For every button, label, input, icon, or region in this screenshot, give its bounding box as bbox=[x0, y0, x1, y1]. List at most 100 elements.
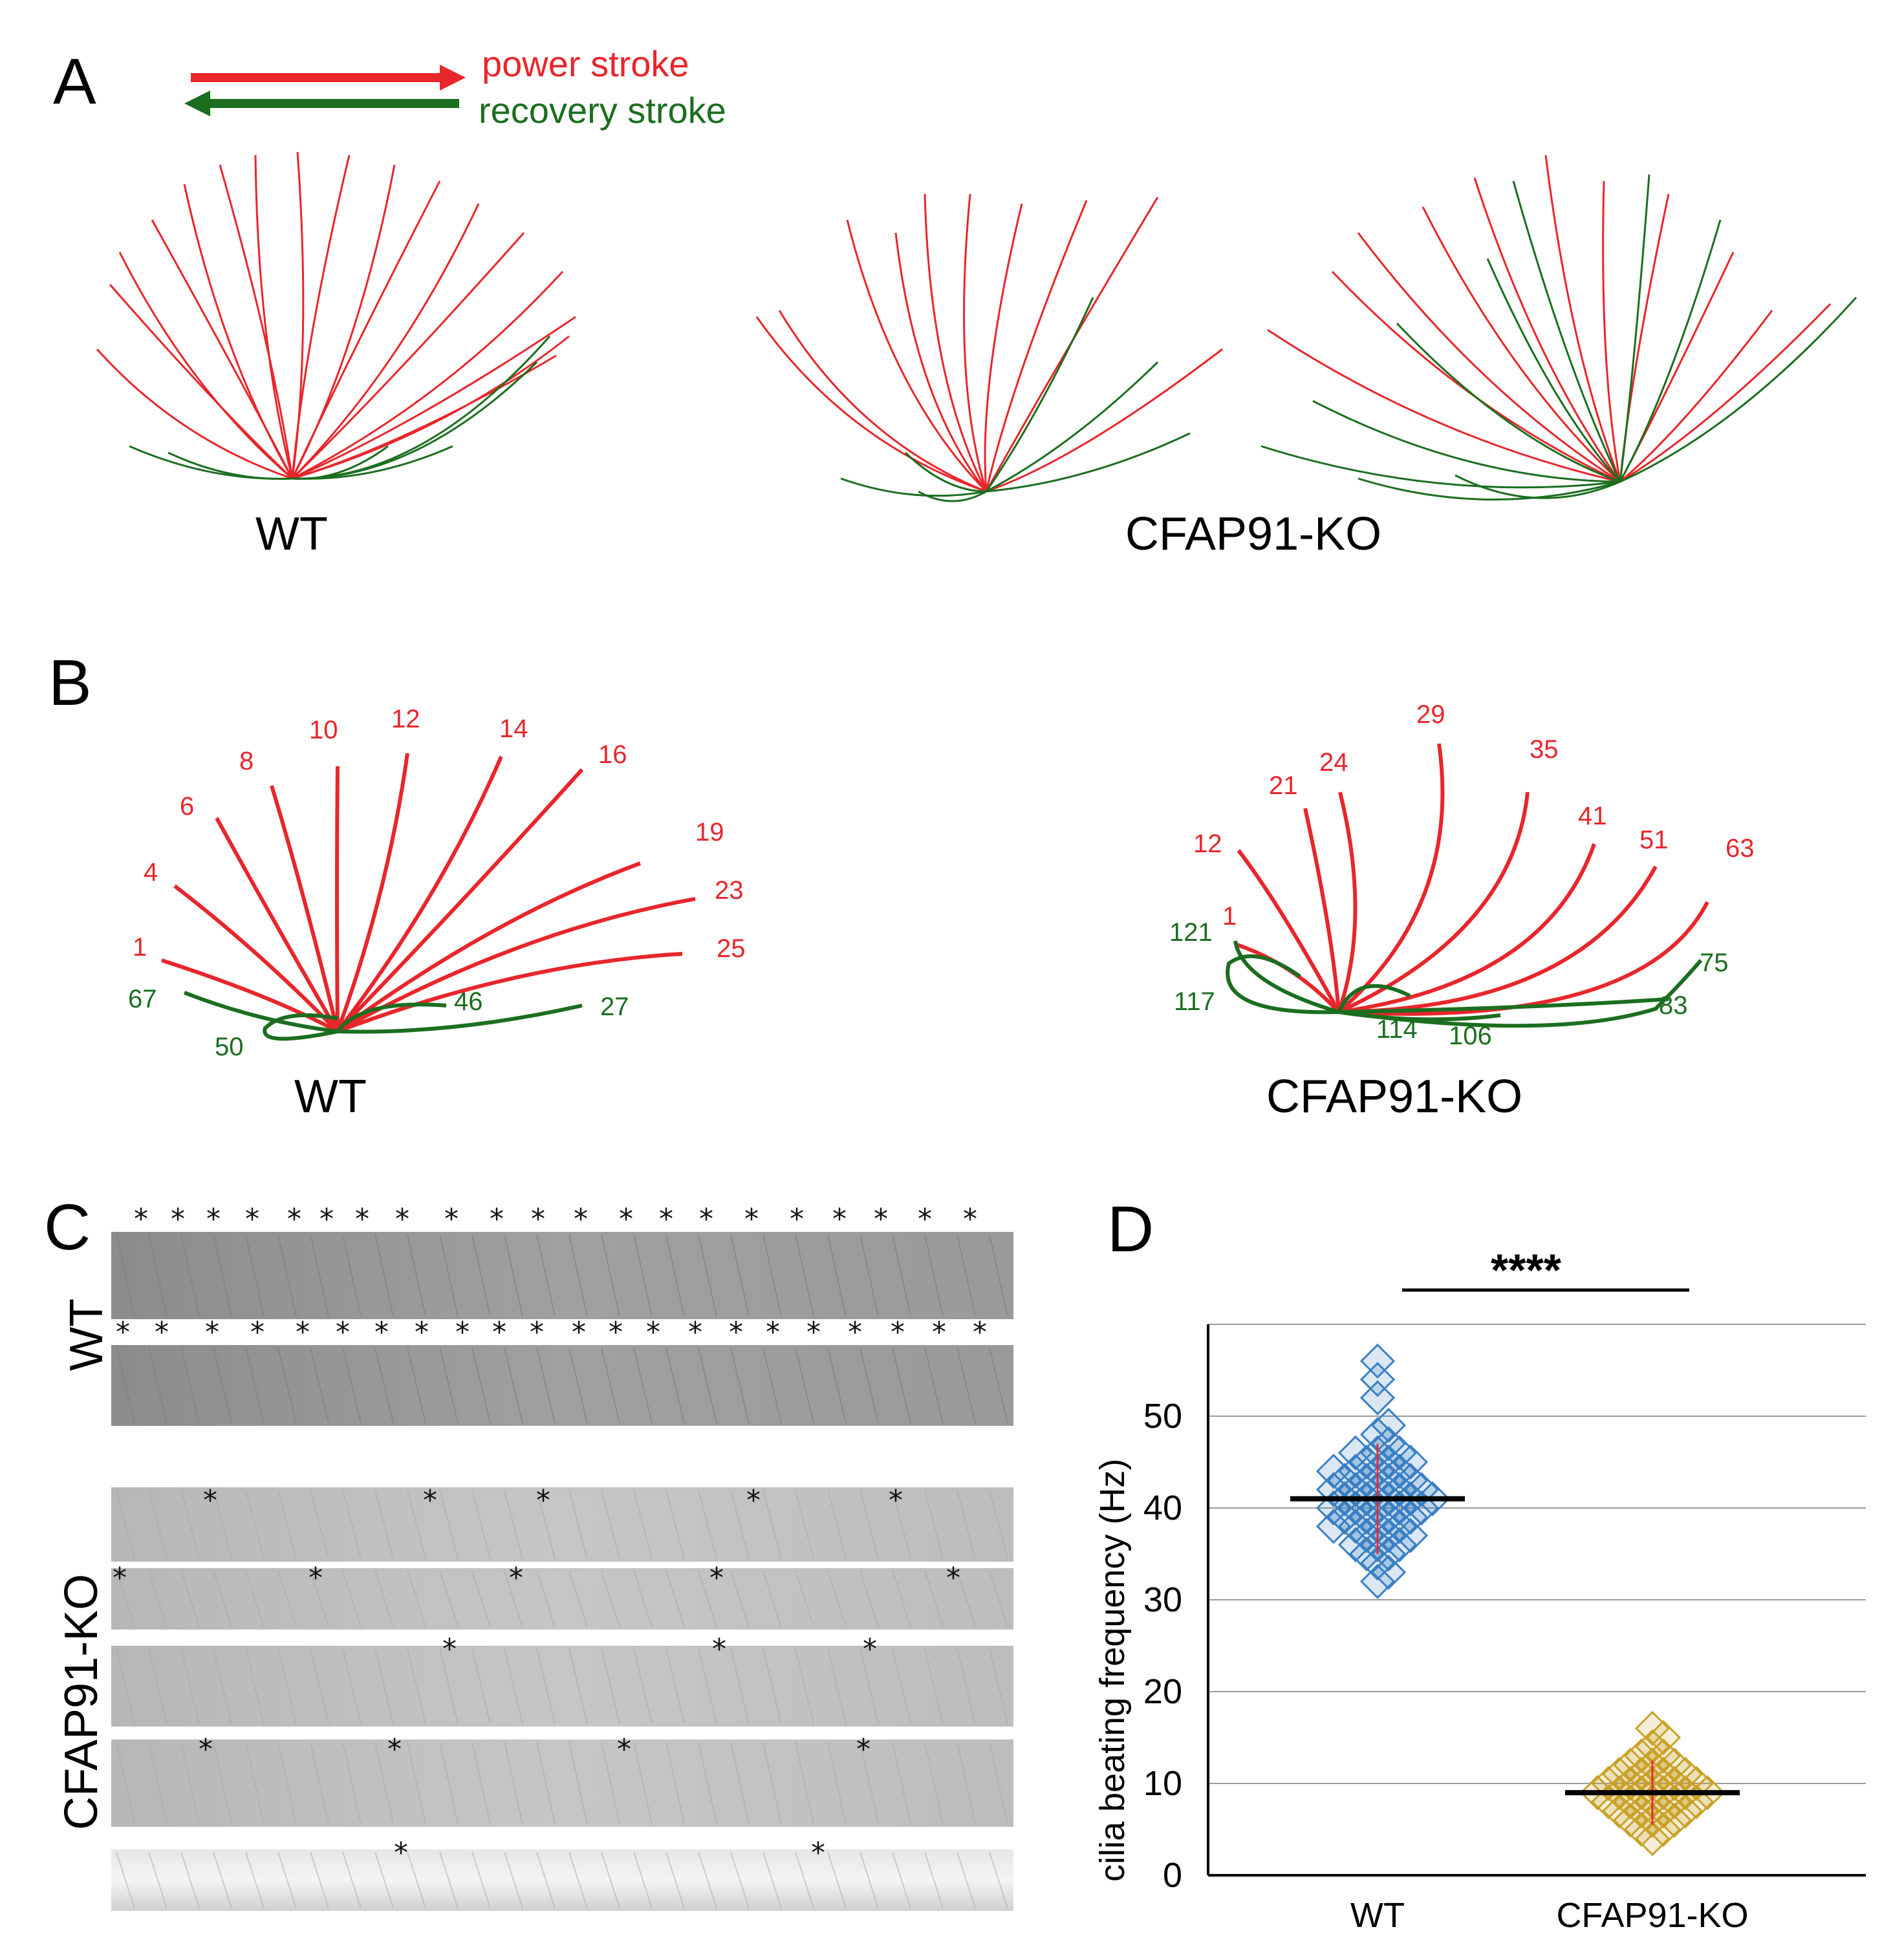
wt-trace-4 bbox=[173, 884, 340, 1033]
beat-marker: * bbox=[688, 1316, 702, 1349]
x-tick-label: WT bbox=[1350, 1896, 1405, 1935]
kymograph-streak bbox=[116, 1489, 135, 1560]
kymograph-streak bbox=[342, 1570, 362, 1628]
kymograph-streak bbox=[730, 1648, 750, 1725]
beat-marker: * bbox=[729, 1316, 743, 1349]
kymograph-streak bbox=[148, 1570, 168, 1628]
kymograph-streak bbox=[924, 1741, 944, 1825]
wt-frame-label: 12 bbox=[391, 705, 420, 733]
kymograph-streak bbox=[795, 1234, 814, 1317]
beat-marker: * bbox=[134, 1203, 148, 1236]
wt-trace-8 bbox=[270, 785, 340, 1032]
kymograph-streak bbox=[698, 1741, 717, 1825]
kymograph-streak bbox=[698, 1234, 717, 1317]
kymograph-streak bbox=[763, 1851, 782, 1909]
ko-trace-12 bbox=[1237, 849, 1341, 1013]
kymograph-streak bbox=[180, 1570, 200, 1628]
kymograph-strip bbox=[111, 1568, 1013, 1630]
kymograph-streak bbox=[763, 1570, 782, 1628]
data-point bbox=[1359, 1380, 1396, 1416]
kymograph-streak bbox=[665, 1234, 685, 1317]
data-point bbox=[1370, 1426, 1407, 1461]
kymograph-streak bbox=[698, 1347, 717, 1424]
wt-waveform-traces bbox=[96, 151, 576, 480]
panel-b: B 1 4 6 8 10 12 14 16 bbox=[49, 647, 1755, 1123]
kymograph-streak bbox=[957, 1851, 976, 1909]
y-tick-label: 20 bbox=[1143, 1672, 1182, 1711]
data-point bbox=[1315, 1454, 1352, 1489]
wt-trace-67 bbox=[183, 991, 338, 1033]
beat-marker: * bbox=[848, 1316, 862, 1349]
kymograph-streak bbox=[989, 1851, 1008, 1909]
kymograph-streak bbox=[471, 1234, 491, 1317]
wt-trace-46 bbox=[336, 1002, 447, 1033]
power-trace bbox=[1619, 310, 1773, 483]
panel-a-wt-label: WT bbox=[255, 508, 328, 560]
beat-marker: * bbox=[530, 1316, 544, 1349]
kymograph-streak bbox=[568, 1347, 588, 1424]
power-trace bbox=[963, 193, 988, 492]
kymograph-streak bbox=[116, 1648, 135, 1725]
kymograph-streak bbox=[277, 1648, 297, 1725]
beat-marker: * bbox=[619, 1203, 633, 1236]
data-point bbox=[1326, 1500, 1363, 1535]
kymograph-streak bbox=[860, 1347, 879, 1424]
beat-marker: * bbox=[973, 1316, 987, 1349]
power-trace bbox=[755, 316, 987, 493]
beat-marker: * bbox=[806, 1316, 821, 1349]
beat-marker: * bbox=[712, 1633, 726, 1666]
recovery-trace bbox=[1486, 258, 1621, 483]
kymograph-streak bbox=[892, 1489, 911, 1560]
kymograph-strip bbox=[111, 1646, 1013, 1727]
ko-trace-24 bbox=[1337, 791, 1358, 1013]
kymograph-streak bbox=[277, 1347, 297, 1424]
panel-c-letter: C bbox=[44, 1191, 91, 1264]
data-point bbox=[1656, 1747, 1693, 1783]
data-point bbox=[1359, 1362, 1396, 1397]
kymograph-streak bbox=[471, 1570, 491, 1628]
ko-frame-label: 21 bbox=[1269, 771, 1298, 800]
kymograph-streak bbox=[536, 1648, 556, 1725]
kymograph-streak bbox=[536, 1489, 556, 1560]
kymograph-streak bbox=[277, 1489, 297, 1560]
beat-marker: * bbox=[395, 1203, 409, 1236]
data-point bbox=[1359, 1343, 1396, 1379]
kymograph-streak bbox=[957, 1234, 976, 1317]
beat-marker: * bbox=[116, 1316, 130, 1349]
kymograph-streak bbox=[989, 1648, 1008, 1725]
kymograph-streak bbox=[892, 1347, 911, 1424]
recovery-trace bbox=[985, 297, 1094, 492]
beat-marker: * bbox=[766, 1316, 780, 1349]
wt-trace-23 bbox=[336, 897, 696, 1033]
ko-frame-label: 12 bbox=[1193, 830, 1222, 858]
recovery-trace bbox=[292, 336, 551, 480]
ko-trace-117 bbox=[1226, 954, 1339, 1015]
kymograph-streak bbox=[407, 1347, 426, 1424]
wt-frame-label: 19 bbox=[695, 818, 724, 846]
kymograph-streak bbox=[536, 1851, 556, 1909]
kymograph-strip bbox=[111, 1487, 1013, 1562]
recovery-trace bbox=[129, 445, 293, 480]
beat-marker: * bbox=[531, 1203, 545, 1236]
kymograph-streak bbox=[827, 1489, 847, 1560]
ko-frame-label: 24 bbox=[1319, 748, 1348, 777]
power-trace bbox=[183, 184, 294, 479]
power-trace bbox=[1602, 180, 1621, 482]
kymograph-streak bbox=[213, 1741, 232, 1825]
kymograph-streak bbox=[310, 1648, 329, 1725]
beat-marker: * bbox=[245, 1203, 259, 1236]
kymograph-streak bbox=[601, 1234, 620, 1317]
beat-marker: * bbox=[509, 1562, 523, 1595]
kymograph-streak bbox=[342, 1648, 362, 1725]
ko-frame-label: 41 bbox=[1578, 802, 1607, 830]
kymograph-streak bbox=[698, 1851, 717, 1909]
kymograph-streak bbox=[310, 1234, 329, 1317]
recovery-trace bbox=[1619, 219, 1722, 482]
power-trace bbox=[924, 193, 988, 492]
power-trace bbox=[1357, 232, 1621, 483]
data-point bbox=[1392, 1518, 1429, 1553]
recovery-trace bbox=[1455, 474, 1621, 499]
kymograph-streak bbox=[536, 1347, 556, 1424]
recovery-trace bbox=[1358, 477, 1621, 501]
